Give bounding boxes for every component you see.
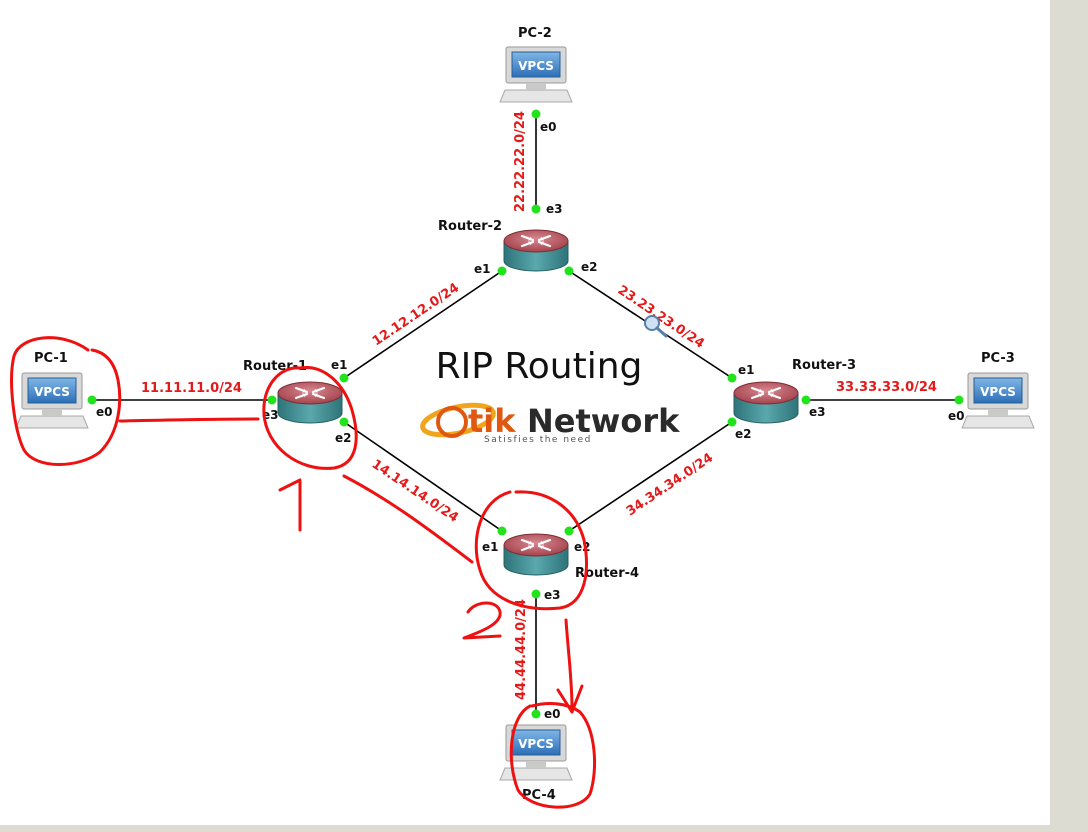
hand-annotations <box>10 336 597 809</box>
topology-diagram: VPCS VPCS VPCS VPCS PC-1 PC-2 PC-3 <box>10 26 1035 809</box>
port-label-pc1-e0: e0 <box>96 405 113 419</box>
annotation-circle-pc1 <box>10 336 122 466</box>
port-label-pc2-e0: e0 <box>540 120 557 134</box>
port-label-r3-e3: e3 <box>809 405 826 419</box>
link-r1-r4[interactable] <box>343 421 503 532</box>
annotation-circle-r1 <box>262 366 358 470</box>
annotation-circle-r4 <box>474 490 588 611</box>
port-label-r1-e2: e2 <box>335 431 352 445</box>
network-label-14: 14.14.14.0/24 <box>369 457 461 526</box>
pc-1-badge: VPCS <box>34 385 70 399</box>
logo-tagline: Satisfies the need <box>484 435 592 445</box>
router-2[interactable] <box>502 228 570 273</box>
pc-4-badge: VPCS <box>518 737 554 751</box>
port-dots <box>87 109 964 719</box>
port-dot-r1-e2 <box>339 417 349 427</box>
annotation-circle-pc4 <box>509 702 597 809</box>
port-label-r3-e1: e1 <box>738 363 755 377</box>
router-1-label: Router-1 <box>243 359 307 374</box>
port-dot-r3-e3 <box>801 395 811 405</box>
port-label-r2-e1: e1 <box>474 262 491 276</box>
pc-3-badge: VPCS <box>980 385 1016 399</box>
link-r3-r4[interactable] <box>568 421 733 532</box>
port-label-pc4-e0: e0 <box>544 707 561 721</box>
pc-2-label: PC-2 <box>518 26 552 41</box>
port-label-r2-e3: e3 <box>546 202 563 216</box>
port-label-r2-e2: e2 <box>581 260 598 274</box>
port-dot-pc3-e0 <box>954 395 964 405</box>
router-4-label: Router-4 <box>575 566 639 581</box>
logo-brand-tik: tik <box>468 402 516 440</box>
logo-brand-network: Network <box>527 402 680 440</box>
port-dot-pc4-e0 <box>531 709 541 719</box>
canvas-bottom-margin <box>0 825 1088 832</box>
port-dot-r4-e1 <box>497 526 507 536</box>
network-label-11: 11.11.11.0/24 <box>141 381 242 396</box>
port-dot-pc2-e0 <box>531 109 541 119</box>
port-dot-r4-e2 <box>564 526 574 536</box>
port-label-r1-e1: e1 <box>331 358 348 372</box>
diagram-title: RIP Routing <box>436 346 643 387</box>
zoom-magnifier-icon[interactable] <box>644 315 668 338</box>
annotation-stroke-r1-r4 <box>342 474 474 564</box>
port-label-r3-e2: e2 <box>735 427 752 441</box>
port-label-pc3-e0: e0 <box>948 409 965 423</box>
router-1[interactable] <box>276 380 344 425</box>
pc-1-label: PC-1 <box>34 351 68 366</box>
port-label-r4-e1: e1 <box>482 540 499 554</box>
link-r1-r2[interactable] <box>343 270 503 379</box>
network-label-44: 44.44.44.0/24 <box>514 599 529 700</box>
port-dot-pc1-e0 <box>87 395 97 405</box>
network-label-33: 33.33.33.0/24 <box>836 380 937 395</box>
annotation-underline-pc1 <box>118 417 260 423</box>
port-label-r1-e3: e3 <box>262 408 279 422</box>
port-dot-r1-e1 <box>339 373 349 383</box>
canvas-right-margin <box>1050 0 1088 832</box>
pc-2[interactable]: VPCS <box>499 46 573 103</box>
port-dot-r3-e2 <box>727 417 737 427</box>
router-4[interactable] <box>502 532 570 577</box>
network-label-12: 12.12.12.0/24 <box>370 280 462 349</box>
topology-canvas[interactable] <box>0 0 1050 825</box>
annotation-arrow-down <box>556 618 584 714</box>
port-label-r4-e3: e3 <box>544 588 561 602</box>
router-2-label: Router-2 <box>438 219 502 234</box>
pc-4[interactable]: VPCS <box>499 724 573 781</box>
pc-3-label: PC-3 <box>981 351 1015 366</box>
port-dot-r2-e3 <box>531 204 541 214</box>
router-3-label: Router-3 <box>792 358 856 373</box>
pc-4-label: PC-4 <box>522 788 556 803</box>
logo-mark-icon <box>420 402 496 438</box>
annotation-digit-two <box>462 601 502 640</box>
network-label-22: 22.22.22.0/24 <box>513 111 528 212</box>
pc-1[interactable]: VPCS <box>15 372 89 429</box>
network-label-23: 23.23.23.0/24 <box>615 283 707 352</box>
router-3[interactable] <box>732 380 800 425</box>
port-dot-r4-e3 <box>531 589 541 599</box>
port-label-r4-e2: e2 <box>574 540 591 554</box>
port-dot-r2-e1 <box>497 266 507 276</box>
pc-3[interactable]: VPCS <box>961 372 1035 429</box>
annotation-digit-one <box>278 478 302 532</box>
logo: tik Network Satisfies the need <box>420 402 680 445</box>
port-dot-r3-e1 <box>727 373 737 383</box>
port-dot-r2-e2 <box>564 266 574 276</box>
pc-2-badge: VPCS <box>518 59 554 73</box>
port-dot-r1-e3 <box>267 395 277 405</box>
